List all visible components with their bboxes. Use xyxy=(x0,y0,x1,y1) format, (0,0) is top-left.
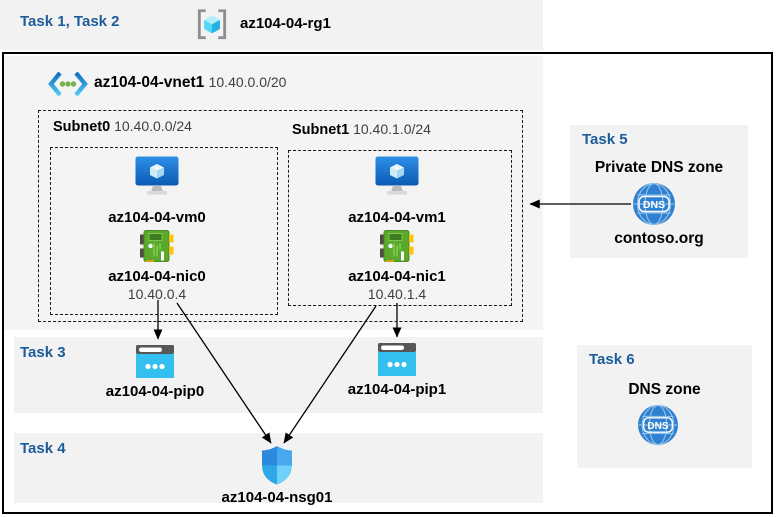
subnet1-box xyxy=(288,150,512,306)
nsg-name: az104-04-nsg01 xyxy=(221,489,333,506)
vm1-icon xyxy=(375,156,419,195)
nic0-ip: 10.40.0.4 xyxy=(127,286,187,302)
nic1-icon xyxy=(380,230,414,262)
task5-label: Task 5 xyxy=(582,131,628,148)
nic1-ip: 10.40.1.4 xyxy=(367,286,427,302)
private-dns-icon: DNS xyxy=(633,182,675,226)
svg-text:DNS: DNS xyxy=(643,199,665,211)
nic0-name: az104-04-nic0 xyxy=(108,268,206,285)
pip0-name: az104-04-pip0 xyxy=(105,383,205,400)
vnet-cidr: 10.40.0.0/20 xyxy=(208,74,287,90)
nic0-icon xyxy=(140,230,174,262)
vnet-panel xyxy=(4,56,543,330)
diagram-border xyxy=(2,52,773,514)
nic1-name: az104-04-nic1 xyxy=(348,268,446,285)
vnet-name: az104-04-vnet1 xyxy=(94,74,205,91)
pip1-icon xyxy=(378,343,416,376)
pip1-name: az104-04-pip1 xyxy=(347,381,447,398)
svg-text:DNS: DNS xyxy=(647,421,668,432)
resource-group-icon xyxy=(197,9,227,40)
vm1-name: az104-04-vm1 xyxy=(348,209,446,226)
subnet1-label: Subnet1 10.40.1.0/24 xyxy=(292,121,431,138)
task3-label: Task 3 xyxy=(20,344,66,361)
subnet0-box xyxy=(50,147,278,315)
task4-label: Task 4 xyxy=(20,440,66,457)
nsg-shield-icon xyxy=(262,446,292,485)
resource-group-name: az104-04-rg1 xyxy=(240,15,331,32)
pip0-icon xyxy=(136,345,174,378)
dns-zone-icon: DNS xyxy=(637,404,679,446)
subnets-group-box xyxy=(38,110,523,322)
task6-label: Task 6 xyxy=(589,351,635,368)
subnet0-label: Subnet0 10.40.0.0/24 xyxy=(53,118,192,135)
tasks-1-2-label: Task 1, Task 2 xyxy=(20,13,120,30)
private-dns-zone-name: contoso.org xyxy=(614,230,704,247)
dns-zone-title: DNS zone xyxy=(628,381,701,398)
virtual-network-icon xyxy=(48,71,88,97)
vm0-name: az104-04-vm0 xyxy=(108,209,206,226)
vnet-title: az104-04-vnet1 10.40.0.0/20 xyxy=(94,74,286,92)
resource-group-strip: Task 1, Task 2 az104-04-rg1 xyxy=(0,0,543,50)
vm0-icon xyxy=(135,156,179,195)
private-dns-zone-title: Private DNS zone xyxy=(594,159,724,176)
task3-strip xyxy=(14,337,543,413)
